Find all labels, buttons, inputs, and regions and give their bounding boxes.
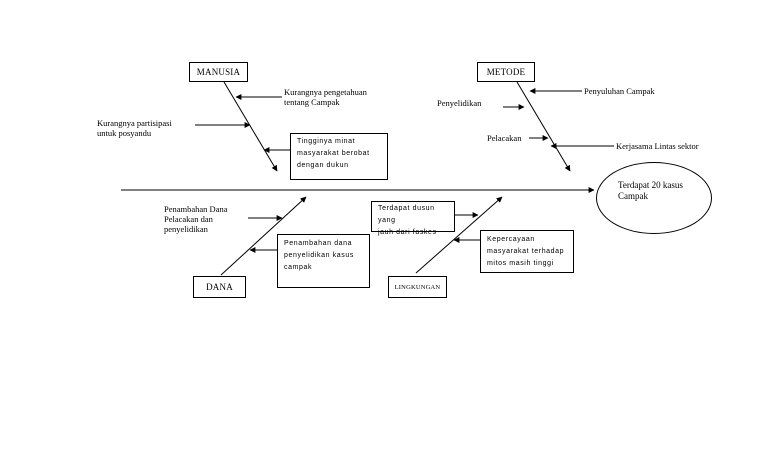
cause-dana-1: Penambahan Dana Pelacakan dan penyelidik…	[164, 204, 228, 234]
cause-lingkungan-2-line-2: masyarakat terhadap	[487, 248, 565, 255]
effect-label: Terdapat 20 kasus Campak	[618, 180, 683, 202]
cause-manusia-2-line-1: Kurangnya partisipasi	[97, 118, 172, 128]
cause-manusia-3-line-3: dengan dukun	[297, 162, 349, 169]
cause-manusia-2: Kurangnya partisipasi untuk posyandu	[97, 118, 172, 138]
category-dana: DANA	[193, 276, 246, 298]
cause-metode-2: Penyelidikan	[437, 98, 482, 108]
cause-manusia-2-line-2: untuk posyandu	[97, 128, 152, 138]
category-metode: METODE	[477, 62, 535, 82]
effect-ellipse: Terdapat 20 kasus Campak	[596, 162, 712, 234]
cause-lingkungan-2-line-1: Kepercayaan	[487, 236, 535, 243]
cause-dana-2-line-3: campak	[284, 264, 313, 271]
cause-lingkungan-1: Terdapat dusun yang jauh dari faskes	[371, 201, 455, 236]
cause-manusia-3: Tingginya minat masyarakat berobat denga…	[290, 133, 388, 180]
category-manusia: MANUSIA	[189, 62, 248, 82]
cause-dana-2-line-2: penyelidikan kasus	[284, 252, 354, 259]
cause-metode-4: Kerjasama Lintas sektor	[616, 141, 699, 151]
cause-metode-3: Pelacakan	[487, 133, 522, 143]
cause-manusia-1: Kurangnya pengetahuan tentang Campak	[284, 87, 367, 107]
cause-dana-1-line-3: penyelidikan	[164, 224, 208, 234]
category-lingkungan: LINGKUNGAN	[388, 276, 447, 298]
cause-lingkungan-2-line-3: mitos masih tinggi	[487, 260, 554, 267]
bone-dana	[220, 196, 307, 276]
cause-dana-2: Penambahan dana penyelidikan kasus campa…	[277, 234, 370, 288]
effect-line-1: Terdapat 20 kasus	[618, 180, 683, 190]
bone-manusia	[223, 81, 278, 172]
cause-lingkungan-2: Kepercayaan masyarakat terhadap mitos ma…	[480, 230, 574, 273]
cause-manusia-3-line-1: Tingginya minat	[297, 138, 356, 145]
bone-lingkungan	[415, 196, 503, 274]
cause-metode-1: Penyuluhan Campak	[584, 86, 655, 96]
cause-manusia-1-line-1: Kurangnya pengetahuan	[284, 87, 367, 97]
cause-manusia-1-line-2: tentang Campak	[284, 97, 340, 107]
cause-lingkungan-1-line-1: Terdapat dusun yang	[378, 205, 435, 224]
cause-dana-1-line-1: Penambahan Dana	[164, 204, 228, 214]
cause-manusia-3-line-2: masyarakat berobat	[297, 150, 370, 157]
effect-line-2: Campak	[618, 191, 648, 201]
cause-dana-1-line-2: Pelacakan dan	[164, 214, 213, 224]
cause-lingkungan-1-line-2: jauh dari faskes	[378, 229, 437, 236]
cause-dana-2-line-1: Penambahan dana	[284, 240, 353, 247]
bone-metode	[516, 81, 571, 172]
